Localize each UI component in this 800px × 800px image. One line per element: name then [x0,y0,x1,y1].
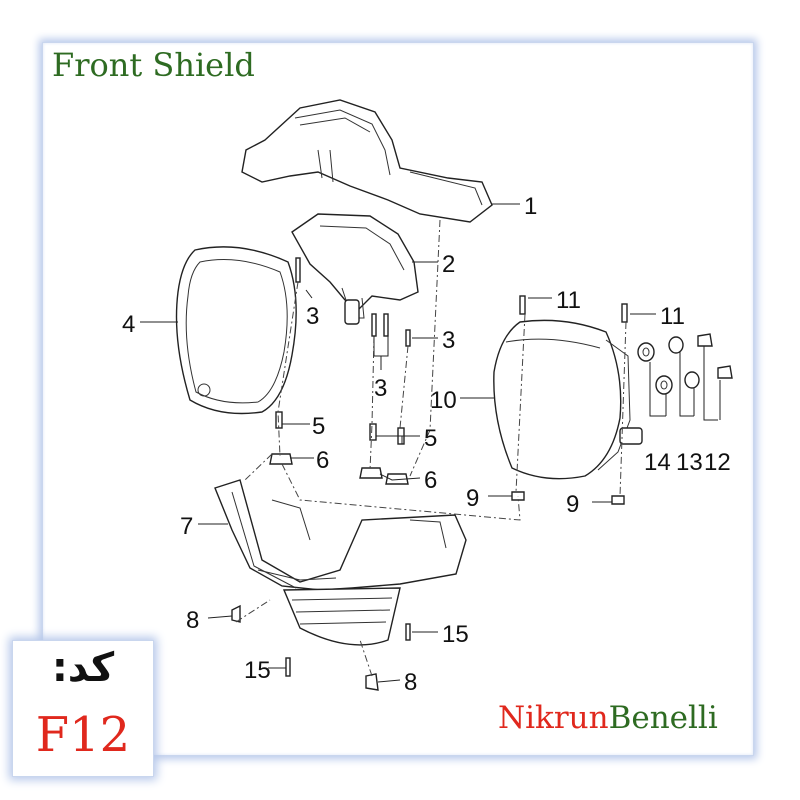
callout-3-c: 3 [442,327,455,354]
part-headlight-assembly [493,319,643,480]
callout-8-a: 8 [186,607,199,634]
callout-numbers: 1 2 3 3 3 4 5 5 6 6 7 8 8 9 9 10 11 11 1… [122,193,731,696]
callout-15-b: 15 [244,657,271,684]
part-left-shield-frame [175,246,297,415]
callout-12: 12 [704,449,731,476]
callout-13: 13 [676,449,703,476]
callout-6-b: 6 [424,467,437,494]
callout-3-a: 3 [306,303,319,330]
callout-9-a: 9 [466,485,479,512]
part-lower-inner-cover [282,587,401,646]
part-handlebar-top-cover [241,99,493,223]
callout-2: 2 [442,251,455,278]
screws-and-clips [231,257,628,691]
brand-part-benelli: Benelli [608,700,718,736]
callout-8-b: 8 [404,669,417,696]
callout-5-a: 5 [312,413,325,440]
part-meter-housing [291,213,419,325]
callout-10: 10 [430,387,457,414]
brand-name: NikrunBenelli [498,700,718,736]
callout-11-b: 11 [660,303,685,330]
diagram-title: Front Shield [52,46,255,84]
callout-1: 1 [524,193,537,220]
callout-7: 7 [180,513,193,540]
code-value: F12 [35,707,131,763]
code-label: کد: [51,645,115,691]
callout-6-a: 6 [316,447,329,474]
fastener-set [637,333,733,395]
callout-4: 4 [122,311,135,338]
callout-11-a: 11 [556,287,581,314]
part-lower-front-shield [214,479,467,591]
leader-lines [140,203,721,683]
part-code-box: کد: F12 [12,640,154,777]
callout-14: 14 [644,449,671,476]
callout-3-b: 3 [374,375,387,402]
callout-9-b: 9 [566,491,579,518]
assembly-lines [235,219,627,677]
callout-15-a: 15 [442,621,469,648]
brand-part-nikrun: Nikrun [498,700,609,736]
callout-5-b: 5 [424,425,437,452]
